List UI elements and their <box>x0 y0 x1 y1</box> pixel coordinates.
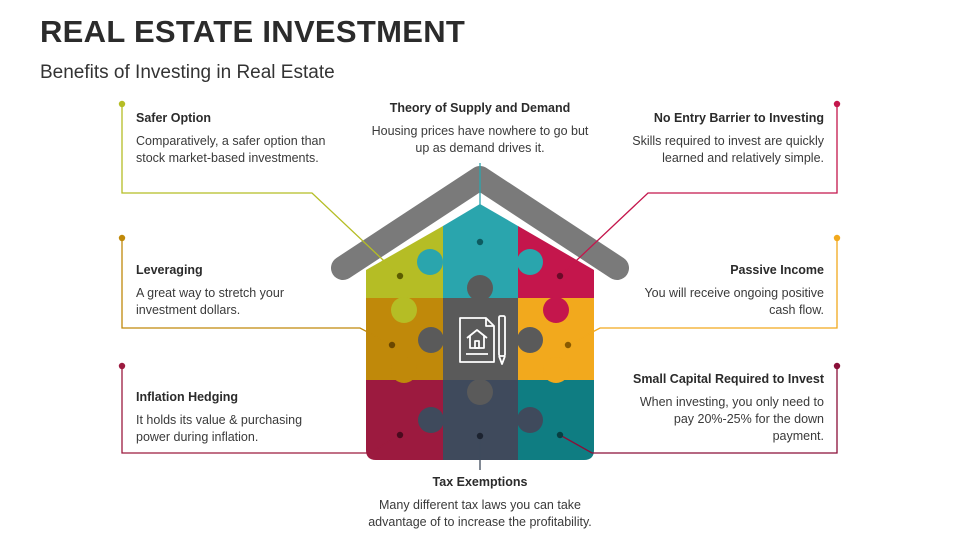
piece-safer-option <box>366 226 443 298</box>
dot-leveraging-inner <box>388 341 396 349</box>
piece-center <box>443 298 518 380</box>
tab <box>467 379 493 405</box>
tab <box>517 407 543 433</box>
benefit-tax-exemptions: Tax Exemptions Many different tax laws y… <box>355 475 605 531</box>
dot-tax-inner <box>476 432 484 440</box>
connector-leveraging <box>121 238 393 346</box>
benefit-no-entry-barrier: No Entry Barrier to Investing Skills req… <box>624 111 824 167</box>
connector-small-capital <box>559 366 838 454</box>
benefit-title: Passive Income <box>730 263 824 277</box>
benefit-description: When investing, you only need to pay 20%… <box>639 395 824 443</box>
dot-leveraging-outer <box>118 234 126 242</box>
piece-no-entry-barrier <box>518 226 594 298</box>
dot-passive-outer <box>833 234 841 242</box>
connector-no-entry-barrier <box>559 104 838 277</box>
dot-small-outer <box>833 362 841 370</box>
dot-passive-inner <box>564 341 572 349</box>
benefit-description: You will receive ongoing positive cash f… <box>644 286 824 317</box>
tab <box>417 249 443 275</box>
benefit-title: Leveraging <box>136 263 203 277</box>
benefit-description: A great way to stretch your investment d… <box>136 286 284 317</box>
benefit-title: Tax Exemptions <box>432 475 528 489</box>
tab <box>391 357 417 383</box>
benefit-small-capital: Small Capital Required to Invest When in… <box>624 372 824 445</box>
connector-passive-income <box>567 238 838 346</box>
dot-barrier-outer <box>833 100 841 108</box>
dot-inflation-outer <box>118 362 126 370</box>
tab <box>418 327 444 353</box>
tab <box>517 249 543 275</box>
dot-barrier-inner <box>556 272 564 280</box>
benefit-title: Small Capital Required to Invest <box>632 372 824 386</box>
tab <box>517 327 543 353</box>
piece-supply-demand <box>443 204 518 298</box>
benefit-leveraging: Leveraging A great way to stretch your i… <box>136 263 326 319</box>
benefit-safer-option: Safer Option Comparatively, a safer opti… <box>136 111 336 167</box>
tab <box>467 275 493 301</box>
benefit-description: Housing prices have nowhere to go but up… <box>371 124 589 155</box>
benefit-description: Comparatively, a safer option than stock… <box>136 134 326 165</box>
dot-safer-outer <box>118 100 126 108</box>
connector-safer-option <box>121 104 401 277</box>
benefit-title: Safer Option <box>136 111 212 125</box>
dot-inflation-inner <box>396 431 404 439</box>
dot-supply-inner <box>476 238 484 246</box>
benefit-description: Many different tax laws you can take adv… <box>368 498 592 529</box>
tab <box>543 357 569 383</box>
page-subtitle: Benefits of Investing in Real Estate <box>40 62 335 83</box>
benefit-description: Skills required to invest are quickly le… <box>632 134 824 165</box>
dot-safer-inner <box>396 272 404 280</box>
tab <box>391 297 417 323</box>
piece-inflation-hedging <box>366 380 443 460</box>
benefit-title: No Entry Barrier to Investing <box>653 111 824 125</box>
benefit-passive-income: Passive Income You will receive ongoing … <box>624 263 824 319</box>
benefit-title: Inflation Hedging <box>136 390 239 404</box>
dot-small-inner <box>556 431 564 439</box>
benefit-inflation-hedging: Inflation Hedging It holds its value & p… <box>136 390 321 446</box>
tab <box>418 407 444 433</box>
tab <box>543 297 569 323</box>
piece-small-capital <box>518 380 594 460</box>
benefit-description: It holds its value & purchasing power du… <box>136 413 303 444</box>
connector-inflation-hedging <box>121 366 401 454</box>
property-document-icon <box>459 315 506 365</box>
page-title: REAL ESTATE INVESTMENT <box>40 14 466 49</box>
benefit-supply-demand: Theory of Supply and Demand Housing pric… <box>370 101 590 157</box>
benefit-title: Theory of Supply and Demand <box>389 101 571 115</box>
